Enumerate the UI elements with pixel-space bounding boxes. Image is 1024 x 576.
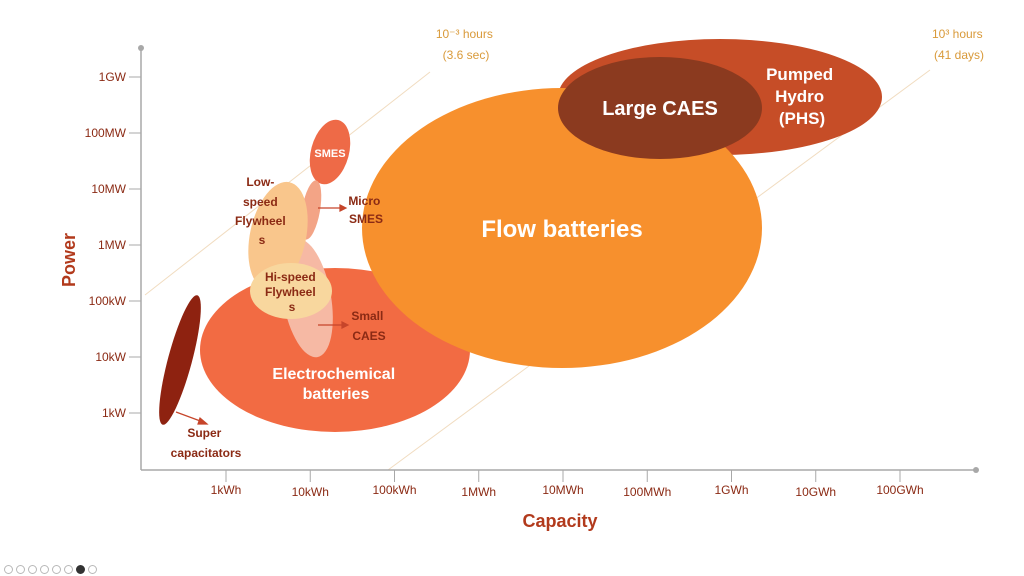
annotation-long-line2: (41 days) <box>934 48 984 62</box>
x-tick-group: 1kWh 10kWh 100kWh 1MWh 10MWh 100MWh 1GWh 10GWh 1… <box>211 470 924 499</box>
region-phs-label-line3: (PHS) <box>779 109 825 128</box>
annotation-long-line1: 10³ hours <box>932 27 983 41</box>
region-phs-label-line1: Pumped <box>766 65 833 84</box>
svg-text:Hi-speed Flywheel: Hi-speed Flywheel s <box>265 270 319 314</box>
x-tick-label: 100MWh <box>623 485 671 499</box>
region-hispeed-flywheels-label-line3: s <box>289 300 296 314</box>
region-small-caes-label-line2: CAES <box>352 329 385 343</box>
y-tick-label: 10kW <box>95 350 126 364</box>
y-tick-label: 100kW <box>89 294 127 308</box>
y-tick-label: 1MW <box>98 238 127 252</box>
y-tick-label: 1kW <box>102 406 127 420</box>
svg-text:10⁻³ hours (3.6 sec): 10⁻³ hours (3.6 sec) <box>436 27 496 62</box>
region-smes-label: SMES <box>314 148 345 160</box>
supercaps-arrowhead <box>197 416 209 425</box>
x-tick-label: 1kWh <box>211 483 242 497</box>
annotation-short-line1: 10⁻³ hours <box>436 27 493 41</box>
region-supercaps <box>159 295 201 425</box>
region-lowspeed-flywheels-label-line4: s <box>259 233 266 247</box>
search-icon[interactable] <box>52 565 61 574</box>
y-tick-label: 100MW <box>85 126 127 140</box>
svg-text:Micro SMES: Micro SMES <box>348 194 383 226</box>
cc-icon[interactable] <box>76 565 85 574</box>
prev-icon[interactable] <box>4 565 13 574</box>
pen-icon[interactable] <box>28 565 37 574</box>
region-hispeed-flywheels: Hi-speed Flywheel s <box>250 263 332 319</box>
small-caes-arrowhead <box>341 321 350 329</box>
region-flow-label: Flow batteries <box>481 216 642 243</box>
region-electrochemical-label-line2: batteries <box>303 386 370 403</box>
x-tick-label: 1MWh <box>461 485 496 499</box>
region-caes: Large CAES <box>558 57 762 159</box>
region-lowspeed-flywheels-label-line1: Low- <box>246 175 274 189</box>
region-micro-smes-label-line1: Micro <box>348 194 380 208</box>
x-tick-label: 10MWh <box>542 483 583 497</box>
region-phs-label-line2: Hydro <box>775 87 824 106</box>
region-hispeed-flywheels-label-line2: Flywheel <box>265 285 316 299</box>
next-icon[interactable] <box>16 565 25 574</box>
region-supercaps-label-line1: Super <box>187 426 221 440</box>
x-tick-label: 10GWh <box>795 485 836 499</box>
x-axis-end-dot <box>973 467 979 473</box>
y-axis-title: Power <box>59 233 79 287</box>
callout-arrows <box>175 204 350 425</box>
region-micro-smes-label-line2: SMES <box>349 212 383 226</box>
svg-text:Pumped Hydro (PHS): Pumped Hydro (PHS) <box>766 65 838 128</box>
x-tick-label: 100kWh <box>372 483 416 497</box>
region-smes: SMES <box>309 119 351 185</box>
svg-text:Small CAES: Small CAES <box>351 309 386 343</box>
slide-toolbar <box>4 565 97 574</box>
region-supercaps-label-line2: capacitators <box>171 446 242 460</box>
more-icon[interactable] <box>88 565 97 574</box>
x-tick-label: 100GWh <box>876 483 923 497</box>
region-caes-label: Large CAES <box>602 98 718 120</box>
region-caes-shape <box>558 57 762 159</box>
y-tick-label: 10MW <box>91 182 126 196</box>
svg-text:10³ hours (41 days): 10³ hours (41 days) <box>932 27 986 62</box>
micro-smes-arrowhead <box>339 204 348 212</box>
region-electrochemical-label-line1: Electrochemical <box>272 366 395 383</box>
grid-icon[interactable] <box>64 565 73 574</box>
eraser-icon[interactable] <box>40 565 49 574</box>
annotation-short-line2: (3.6 sec) <box>443 48 490 62</box>
region-hispeed-flywheels-shape <box>250 263 332 319</box>
region-smes-shape <box>309 119 351 185</box>
region-lowspeed-flywheels-label-line2: speed <box>243 195 278 209</box>
region-small-caes-label-line1: Small <box>351 309 383 323</box>
svg-text:Super capacitators: Super capacitators <box>171 426 242 460</box>
y-tick-label: 1GW <box>99 70 127 84</box>
svg-text:Low- speed Flywheel: Low- speed Flywheel s <box>235 175 289 247</box>
region-supercaps-shape <box>159 295 201 425</box>
region-hispeed-flywheels-label-line1: Hi-speed <box>265 270 316 284</box>
region-lowspeed-flywheels-label-line3: Flywheel <box>235 214 286 228</box>
y-axis-end-dot <box>138 45 144 51</box>
x-axis-title: Capacity <box>522 511 597 531</box>
x-tick-label: 10kWh <box>292 485 329 499</box>
y-tick-group: 1kW 10kW 100kW 1MW 10MW 100MW 1GW <box>85 70 141 420</box>
supercaps-arrow <box>175 411 204 423</box>
x-tick-label: 1GWh <box>714 483 748 497</box>
svg-text:Electrochemical batterie: Electrochemical batteries <box>272 366 399 403</box>
